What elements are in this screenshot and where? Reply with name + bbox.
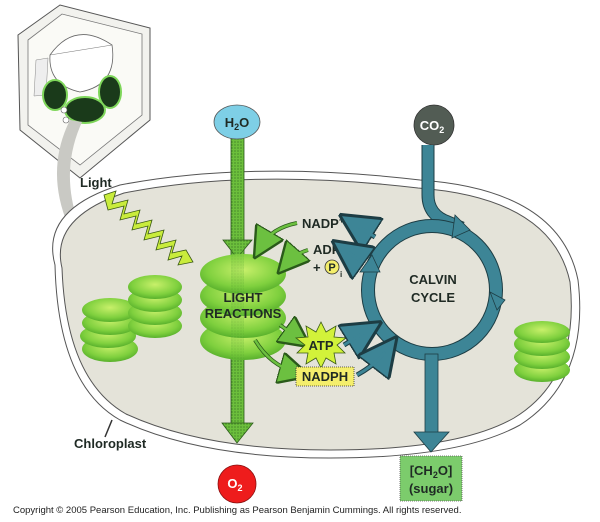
- light-label: Light: [80, 175, 112, 190]
- adp-label: ADP: [313, 242, 341, 257]
- light-zigzag-icon: [103, 190, 194, 266]
- granum-right: [514, 321, 570, 382]
- calvin-cycle-label-line2: CYCLE: [411, 290, 455, 305]
- oxygen-arrow-head: [221, 422, 254, 444]
- co2-molecule: CO2: [413, 104, 455, 146]
- svg-text:H2O: H2O: [225, 115, 250, 132]
- atp-label: ATP: [308, 338, 333, 353]
- nadph-box: NADPH: [295, 366, 355, 387]
- svg-text:CO2: CO2: [420, 118, 445, 135]
- plant-cell-illustration: [17, 4, 151, 179]
- h2o-molecule: H2O: [213, 104, 261, 140]
- nadp-plus-label: NADP+: [302, 215, 344, 231]
- atp-starburst: ATP: [294, 321, 348, 369]
- chloroplast-pointer: [104, 419, 113, 438]
- sugar-outflow-arrow-head: [413, 431, 450, 453]
- calvin-cycle-label-line1: CALVIN: [409, 272, 456, 287]
- svg-text:O2: O2: [227, 476, 242, 493]
- sugar-outflow-arrow-shaft: [424, 353, 439, 435]
- zoom-arrow: [56, 120, 86, 245]
- light-reactions-label-line2: REACTIONS: [205, 306, 282, 321]
- nadph-label: NADPH: [302, 369, 348, 384]
- light-reactions-granum: [200, 250, 286, 360]
- granum-left: [80, 298, 138, 362]
- svg-text:P: P: [328, 262, 335, 274]
- svg-text:[CH2O]: [CH2O]: [410, 463, 453, 480]
- copyright-notice: Copyright © 2005 Pearson Education, Inc.…: [13, 505, 462, 516]
- chloroplast: [52, 170, 581, 459]
- svg-text:(sugar): (sugar): [409, 481, 453, 496]
- light-reactions-label-line1: LIGHT: [224, 290, 263, 305]
- chloroplast-label: Chloroplast: [74, 436, 147, 451]
- water-flow-arrow-head-top: [222, 239, 253, 259]
- svg-text:i: i: [340, 270, 342, 279]
- plus-sign: +: [313, 260, 321, 275]
- o2-molecule: O2: [217, 464, 257, 504]
- granum-middle: [128, 275, 182, 338]
- sugar-box: [CH2O] (sugar): [399, 455, 463, 502]
